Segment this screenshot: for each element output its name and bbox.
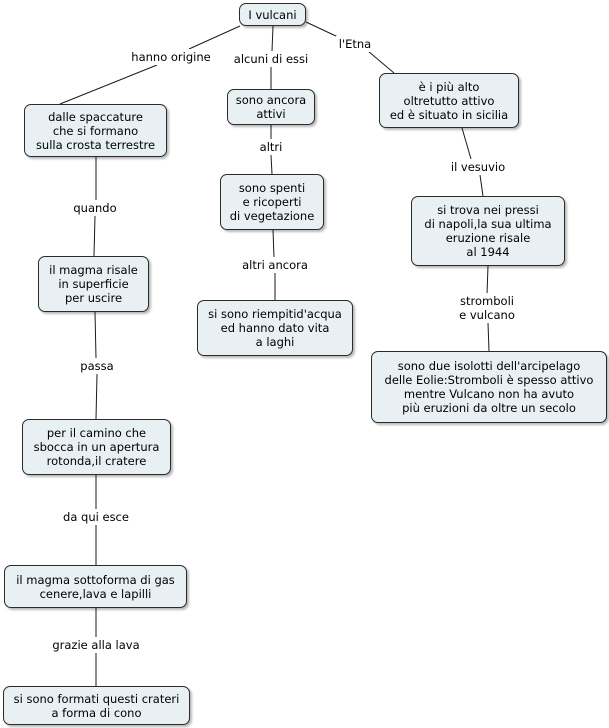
link-label-hanno-origine: hanno origine [128, 49, 214, 65]
connector-etna-vesuvio-label [461, 127, 472, 160]
connector-spenti-altri-ancora [272, 229, 275, 258]
connector-vesuvio-stromboli [486, 265, 489, 295]
connector-origine-spaccature [59, 64, 158, 105]
connector-letna-etna [367, 50, 395, 74]
concept-camino-cratere[interactable]: per il camino che sbocca in un apertura … [22, 419, 171, 475]
link-label-altri-ancora: altri ancora [239, 257, 311, 273]
concept-vulcani[interactable]: I vulcani [239, 3, 306, 26]
connector-root-origine [188, 25, 241, 50]
connector-vesuvio-label-vesuvio [479, 174, 484, 197]
concept-magma-gas[interactable]: il magma sottoforma di gas cenere,lava e… [4, 565, 187, 608]
concept-crateri-cono[interactable]: si sono formati questi crateri a forma d… [3, 686, 190, 725]
link-label-stromboli-vulcano: stromboli e vulcano [456, 293, 518, 323]
connector-root-letna [305, 21, 339, 38]
link-label-da-qui-esce: da qui esce [60, 509, 132, 525]
link-label-alcuni-di-essi: alcuni di essi [230, 51, 312, 67]
link-label-altri: altri [256, 139, 286, 155]
concept-spaccature[interactable]: dalle spaccature che si formano sulla cr… [24, 104, 167, 157]
concept-magma-risale[interactable]: il magma risale in superficie per uscire [38, 256, 149, 312]
connector-quando-magma-risale [93, 215, 96, 257]
connector-magma-risale-passa [94, 311, 97, 359]
connector-altri-spenti [270, 154, 273, 175]
link-label-quando: quando [70, 200, 120, 216]
concept-laghi[interactable]: si sono riempitid'acqua ed hanno dato vi… [197, 300, 353, 356]
connector-passa-camino [95, 373, 98, 420]
concept-ancora-attivi[interactable]: sono ancora attivi [227, 89, 315, 125]
concept-isole-eolie[interactable]: sono due isolotti dell'arcipelago delle … [371, 351, 607, 423]
connector-stromboli-eolie [487, 322, 490, 352]
connector-root-alcuni [271, 25, 274, 52]
link-label-etna: l'Etna [335, 36, 375, 52]
link-label-vesuvio: il vesuvio [447, 159, 509, 175]
link-label-passa: passa [77, 358, 117, 374]
link-label-grazie-alla-lava: grazie alla lava [49, 637, 143, 653]
concept-vesuvio[interactable]: si trova nei pressi di napoli,la sua ult… [411, 196, 565, 266]
concept-etna[interactable]: è i più alto oltretutto attivo ed è situ… [379, 73, 519, 128]
concept-spenti[interactable]: sono spenti e ricoperti di vegetazione [220, 174, 324, 230]
